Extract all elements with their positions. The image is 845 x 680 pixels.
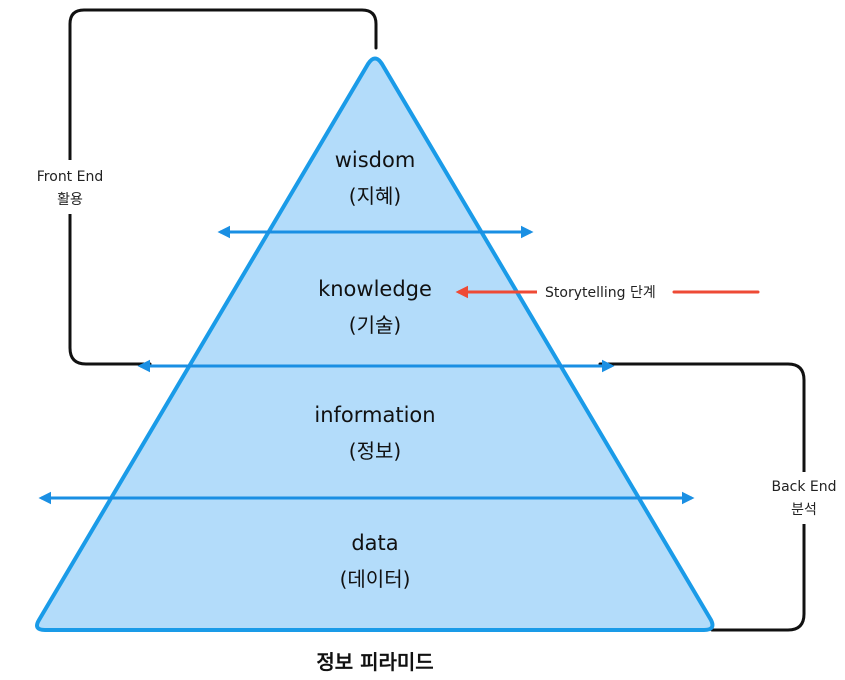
level-wisdom-label: wisdom [335,148,416,172]
level-knowledge-label: knowledge [318,277,432,301]
diagram-caption: 정보 피라미드 [316,650,433,674]
back-end-korean: 분석 [791,502,817,518]
level-data-label: data [351,531,398,555]
storytelling-label: Storytelling 단계 [545,285,656,301]
level-knowledge-korean: (기술) [349,313,401,337]
level-information-label: information [314,403,435,427]
front-end-label-backing [26,160,114,214]
back-end-label-backing [762,472,845,524]
level-data-korean: (데이터) [340,567,411,591]
level-wisdom-korean: (지혜) [349,184,401,208]
front-end-bracket [68,8,378,366]
pyramid-triangle [35,56,715,632]
back-end-label: Back End [771,479,836,495]
front-end-korean: 활용 [57,192,83,208]
level-information-korean: (정보) [349,439,401,463]
front-end-label: Front End [37,169,103,185]
